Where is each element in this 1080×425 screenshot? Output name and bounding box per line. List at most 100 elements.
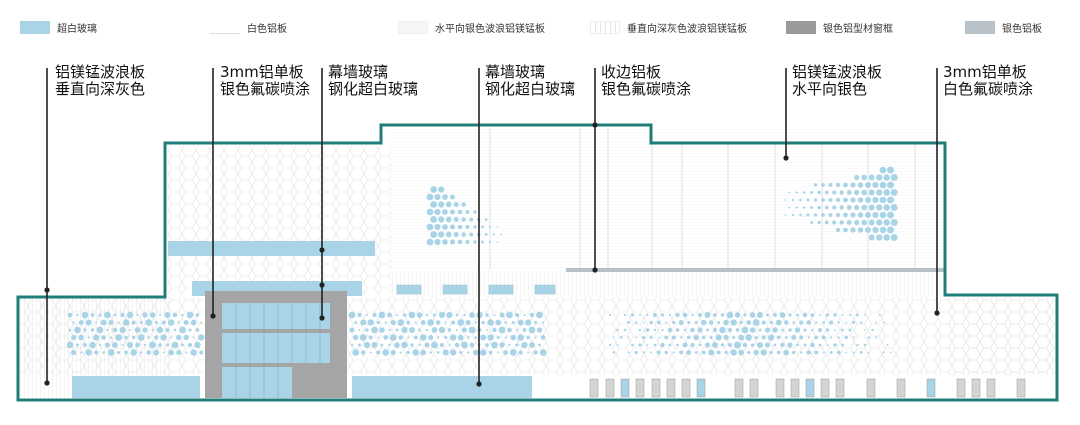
glass-dot (438, 311, 446, 319)
door (986, 378, 996, 398)
glass-dot (819, 314, 821, 316)
glass-dot (517, 334, 525, 341)
glass-dot (349, 327, 355, 333)
glass-dot (388, 343, 391, 347)
glass-dot (472, 349, 479, 356)
glass-dot (170, 336, 173, 339)
glass-dot (835, 197, 841, 203)
glass-dot (93, 334, 100, 341)
glass-dot (818, 343, 822, 347)
glass-dot (109, 336, 113, 339)
glass-dot (671, 335, 676, 340)
glass-dot (815, 321, 818, 324)
glass-dot (810, 342, 815, 348)
glass-dot (665, 321, 668, 324)
glass-dot (630, 313, 635, 317)
glass-dot (371, 341, 378, 349)
glass-dot (697, 327, 703, 333)
glass-dot (115, 334, 123, 341)
glass-dot (107, 349, 115, 356)
glass-dot (861, 174, 867, 181)
glass-dot (872, 196, 879, 204)
glass-dot (425, 328, 429, 332)
glass-dot (811, 328, 814, 332)
glass-dot (723, 334, 729, 341)
glass-dot (194, 341, 201, 349)
glass-dot (791, 334, 797, 341)
glass-dot (484, 233, 488, 236)
glass-dot (442, 209, 448, 215)
annotation-5: 收边铝板银色氟碳喷涂 (601, 64, 691, 98)
glass-dot (179, 326, 186, 334)
door (790, 378, 800, 398)
glass-dot (390, 349, 396, 356)
glass-dot (430, 216, 438, 223)
glass-dot (865, 212, 871, 218)
glass-dot (775, 319, 782, 326)
glass-dot (839, 205, 844, 210)
glass-dot (446, 311, 453, 319)
glass-dot (764, 342, 771, 348)
glass-dot (857, 227, 864, 233)
glass-dot (518, 350, 523, 355)
glass-dot (198, 334, 205, 341)
glass-dot (850, 227, 856, 233)
glass-dot (799, 213, 802, 217)
glass-dot (449, 194, 456, 200)
glass-dot (828, 197, 833, 203)
glass-dot (128, 328, 132, 332)
glass-dot (653, 328, 657, 332)
glass-dot (420, 349, 427, 356)
door (589, 378, 599, 398)
glass-dot (854, 204, 860, 211)
glass-dot (865, 182, 871, 188)
glass-dot (437, 336, 440, 339)
glass-dot (672, 351, 675, 354)
glass-dot (735, 328, 740, 332)
glass-dot (398, 335, 403, 340)
glass-dot (136, 313, 139, 317)
glass-dot (413, 335, 418, 340)
glass-dot (788, 328, 792, 332)
glass-dot (160, 334, 167, 341)
glass-dot (776, 350, 781, 355)
glass-dot (733, 341, 742, 349)
glass-dot (792, 321, 795, 324)
glass-dot (841, 343, 844, 347)
glass-dot (538, 343, 541, 347)
glass-dot (474, 336, 478, 339)
glass-dot (436, 351, 440, 354)
annotation-4: 幕墙玻璃钢化超白玻璃 (485, 64, 575, 98)
glass-dot (679, 350, 684, 355)
glass-dot (122, 319, 130, 326)
glass-dot (495, 319, 502, 326)
legend-item-silver-aluminum: 银色铝板 (965, 20, 1042, 35)
glass-dot (817, 220, 821, 225)
glass-dot (465, 319, 471, 326)
glass-dot (883, 189, 891, 196)
legend-swatch (210, 21, 240, 34)
glass-dot (360, 319, 367, 326)
glass-dot (887, 181, 894, 189)
glass-dot (488, 225, 492, 229)
glass-dot (865, 197, 871, 203)
glass-dot (661, 328, 664, 332)
glass-dot (499, 342, 505, 348)
annotation-line1: 幕墙玻璃 (485, 63, 546, 81)
glass-dot (510, 334, 516, 341)
glass-dot (463, 313, 466, 317)
glass-dot (449, 334, 457, 341)
glass-dot (747, 350, 751, 355)
central-block-hex-panel (168, 145, 391, 295)
glass-dot (117, 350, 121, 355)
glass-dot (448, 343, 451, 347)
glass-dot (399, 351, 402, 354)
glass-dot (676, 343, 679, 347)
glass-dot (491, 341, 498, 349)
glass-dot (813, 213, 818, 217)
glass-dot (795, 206, 798, 209)
glass-dot (434, 208, 441, 216)
glass-dot (533, 350, 538, 355)
glass-dot (132, 335, 136, 340)
glass-dot (438, 201, 445, 208)
